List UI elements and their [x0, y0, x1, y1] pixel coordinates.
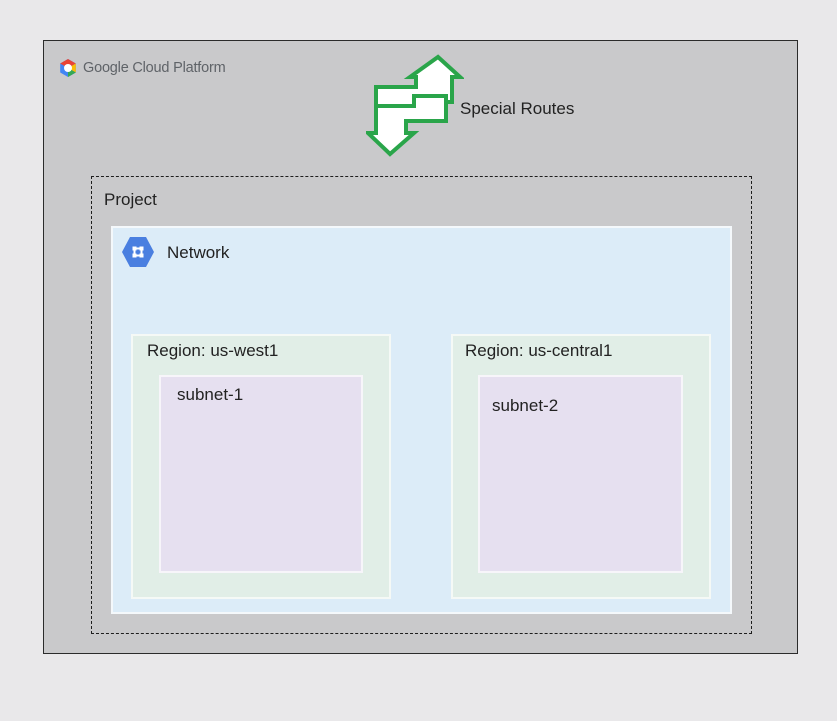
- subnet-2-box: [478, 375, 683, 573]
- project-label: Project: [104, 190, 157, 209]
- network-hexagon-icon: [121, 236, 155, 273]
- subnet-1-box: [159, 375, 363, 573]
- subnet-label: subnet-1: [177, 385, 244, 404]
- region-label: Region: us-central1: [465, 341, 613, 360]
- special-routes-arrows-icon: [363, 54, 466, 163]
- platform-name: Google Cloud Platform: [83, 60, 226, 76]
- special-routes-label: Special Routes: [460, 99, 575, 118]
- network-label: Network: [167, 243, 230, 262]
- google-cloud-logo-icon: [58, 58, 78, 78]
- subnet-label: subnet-2: [492, 396, 559, 415]
- project-boundary: [91, 176, 752, 634]
- gcp-logo: Google Cloud Platform: [58, 58, 226, 78]
- region-label: Region: us-west1: [147, 341, 279, 360]
